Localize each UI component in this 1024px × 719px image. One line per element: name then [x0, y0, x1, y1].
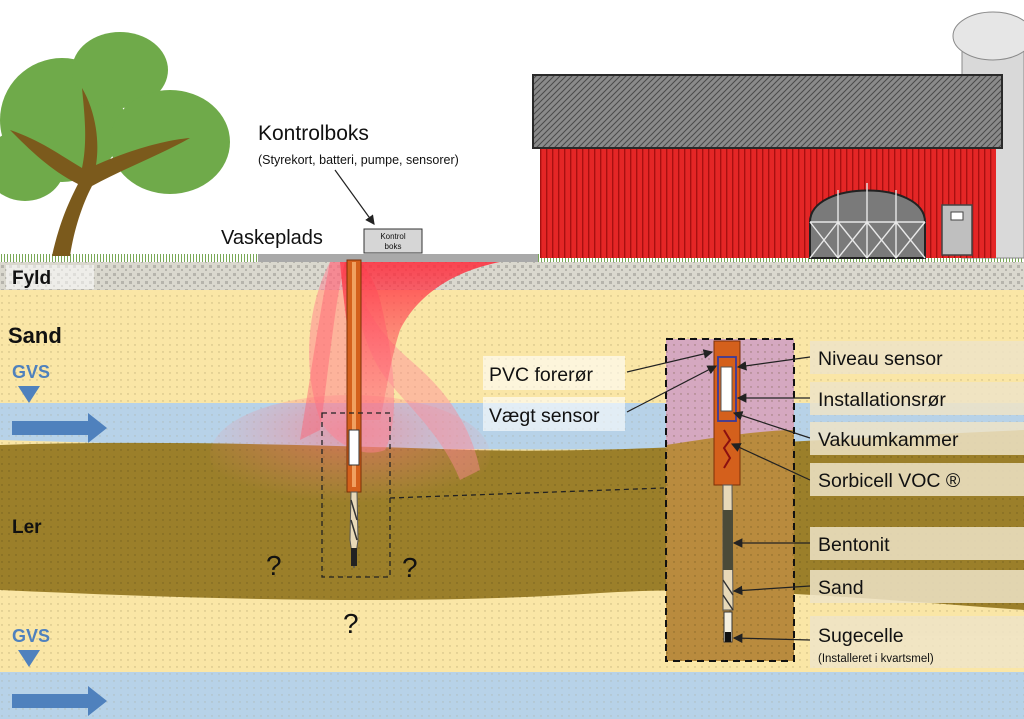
question-mark-right: ?	[402, 552, 418, 583]
weight-sensor-label: Vægt sensor	[489, 405, 600, 427]
clay-label: Ler	[12, 517, 42, 538]
gvs-upper-flow-arrow	[12, 413, 107, 443]
control-box[interactable]	[363, 228, 423, 254]
vacuum-chamber-label: Vakuumkammer	[818, 429, 959, 451]
main-borehole[interactable]	[321, 259, 665, 578]
gvs-lower-label: GVS	[12, 626, 50, 646]
control-box-title: Kontrolboks	[258, 122, 369, 145]
gvs-lower-flow-arrow	[12, 686, 107, 716]
suction-cell-label: Sugecelle	[818, 625, 904, 647]
gvs-upper-marker	[18, 386, 40, 403]
barn-roof	[532, 74, 1003, 149]
gvs-lower-marker	[18, 650, 40, 667]
pvc-casing-label: PVC forerør	[489, 364, 594, 386]
wash-area-label: Vaskeplads	[221, 227, 323, 249]
installation-pipe	[717, 356, 737, 422]
fill-label: Fyld	[12, 268, 51, 289]
question-mark-bottom: ?	[343, 608, 359, 639]
bentonite-label: Bentonit	[818, 534, 890, 556]
sand-filter-label: Sand	[818, 577, 864, 599]
control-box-subtitle: (Styrekort, batteri, pumpe, sensorer)	[258, 153, 459, 167]
control-box-label-1: Kontrol	[380, 232, 406, 241]
question-mark-left: ?	[266, 550, 282, 581]
suction-cell-sublabel: (Installeret i kvartsmel)	[818, 653, 934, 665]
tree	[0, 32, 230, 256]
sand-label: Sand	[8, 323, 62, 348]
borehole-chamber	[348, 429, 360, 466]
barn	[532, 11, 1024, 259]
wash-area-pad	[258, 254, 538, 262]
detail-panel	[665, 338, 795, 662]
zoom-connector	[389, 487, 665, 499]
installation-pipe-label: Installationsrør	[818, 389, 946, 411]
fill-layer	[0, 262, 1024, 290]
zoom-frame	[321, 412, 391, 578]
sorbicell-label: Sorbicell VOC ®	[818, 470, 961, 492]
gvs-upper-label: GVS	[12, 362, 50, 382]
grass-strip	[0, 254, 260, 262]
level-sensor-label: Niveau sensor	[818, 348, 943, 370]
control-box-label-2: boks	[385, 242, 402, 251]
